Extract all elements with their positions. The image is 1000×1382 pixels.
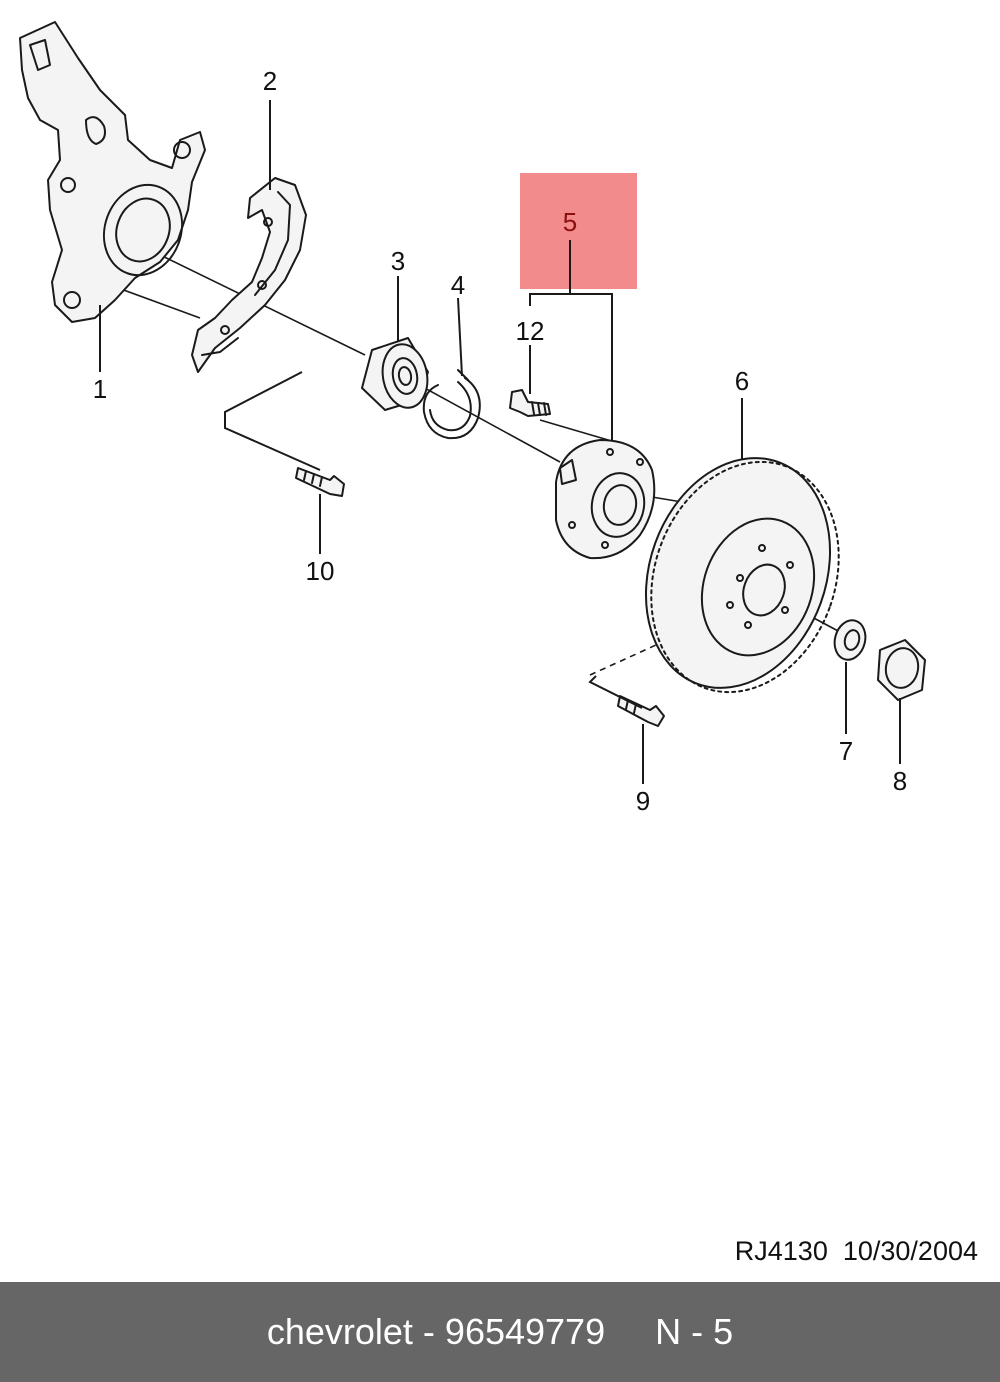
callout-10: 10 — [306, 556, 335, 586]
footer-text: chevrolet - 96549779 N - 5 — [266, 1311, 734, 1352]
brake-disc-part — [644, 457, 840, 694]
shield-bolt-part — [295, 467, 345, 497]
splash-shield-part — [191, 177, 307, 373]
callout-4: 4 — [451, 270, 465, 300]
callout-5: 5 — [563, 207, 577, 237]
callout-7: 7 — [839, 736, 853, 766]
reference-code: RJ4130 10/30/2004 — [735, 1236, 978, 1267]
reference-date: 10/30/2004 — [842, 1236, 978, 1266]
hub-nut-part — [877, 639, 926, 701]
callout-2: 2 — [263, 66, 277, 96]
wheel-hub-part — [555, 439, 656, 560]
callout-8: 8 — [893, 766, 907, 796]
callout-labels: 1 2 3 4 5 12 6 7 8 9 10 — [93, 66, 907, 816]
reference-number: RJ4130 — [734, 1236, 828, 1266]
callout-3: 3 — [391, 246, 405, 276]
callout-1: 1 — [93, 374, 107, 404]
leader-lines — [99, 100, 901, 784]
footer-bar: chevrolet - 96549779 N - 5 — [0, 1282, 1000, 1382]
hub-stud-part — [509, 389, 551, 417]
washer-part — [833, 619, 867, 661]
snap-ring-part — [422, 369, 481, 440]
exploded-parts-diagram: 1 2 3 4 5 12 6 7 8 9 10 — [19, 21, 926, 816]
callout-5-highlight — [520, 173, 637, 289]
callout-12: 12 — [516, 316, 545, 346]
callout-9: 9 — [636, 786, 650, 816]
wheel-bearing-part — [361, 337, 429, 411]
steering-knuckle-part — [19, 21, 206, 323]
callout-6: 6 — [735, 366, 749, 396]
